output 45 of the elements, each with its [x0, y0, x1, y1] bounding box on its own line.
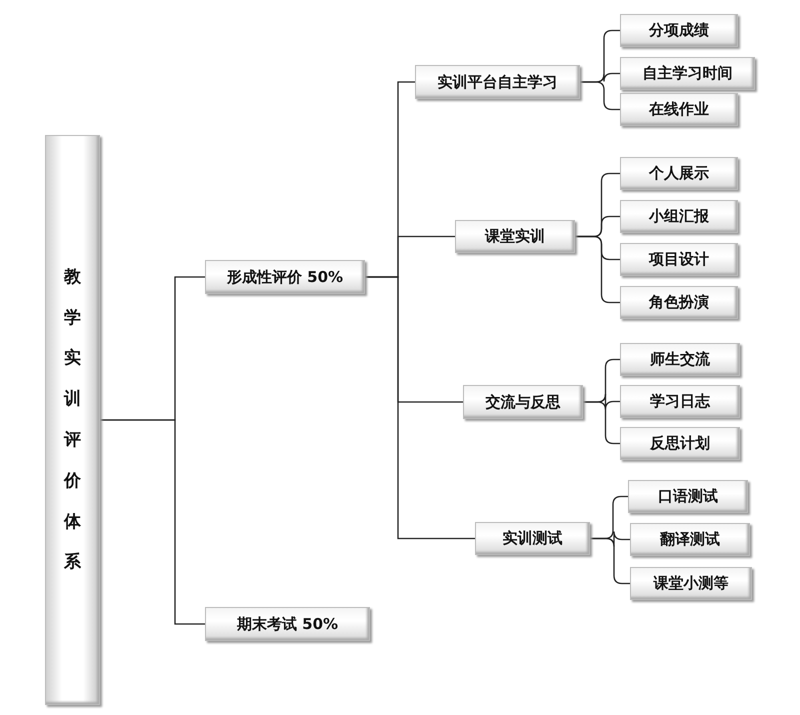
- connector-line: [100, 419, 205, 625]
- node-label: 分项成绩: [649, 21, 709, 40]
- node-label: 课堂实训: [485, 227, 545, 246]
- category-box: [620, 427, 740, 460]
- node-label: 翻译测试: [660, 530, 720, 549]
- node-label: 项目设计: [649, 250, 709, 269]
- node-label: 形成性评价 50%: [226, 268, 344, 286]
- node-label: 在线作业: [649, 100, 709, 119]
- node-label: 反思计划: [650, 434, 710, 453]
- category-box: [628, 480, 748, 513]
- title-box: [45, 135, 100, 705]
- node-label: 实训测试: [502, 529, 562, 548]
- node-label: 交流与反思: [486, 392, 560, 412]
- category-box: [475, 522, 590, 555]
- node-label: 小组汇报: [649, 207, 709, 226]
- category-box: [620, 200, 738, 233]
- category-box: [630, 567, 752, 600]
- category-box: [620, 243, 738, 276]
- node-label: 师生交流: [650, 350, 710, 369]
- node-label: 实训平台自主学习: [438, 72, 558, 92]
- category-box: [205, 260, 365, 294]
- node-label: 教学实训评价体系: [64, 266, 81, 574]
- node-label: 学习日志: [650, 392, 710, 411]
- brace-connector: [580, 81, 620, 110]
- brace-connector: [590, 538, 630, 584]
- node-label: 口语测试: [658, 487, 718, 506]
- category-box: [620, 157, 738, 190]
- connector-line: [365, 276, 475, 540]
- category-box: [620, 286, 738, 319]
- category-box: [630, 523, 750, 556]
- category-box: [620, 385, 740, 418]
- node-label: 角色扮演: [649, 293, 709, 312]
- category-box: [620, 57, 755, 90]
- node-label: 期末考试 50%: [236, 614, 338, 634]
- category-box: [620, 93, 738, 126]
- node-label: 自主学习时间: [642, 64, 732, 83]
- category-box: [620, 14, 738, 47]
- category-box: [205, 607, 370, 641]
- brace-connector: [575, 236, 620, 304]
- category-box: [463, 385, 583, 419]
- node-label: 课堂小测等: [654, 574, 728, 593]
- category-box: [415, 65, 580, 99]
- category-box: [455, 220, 575, 253]
- node-label: 个人展示: [649, 164, 709, 183]
- category-box: [620, 343, 740, 376]
